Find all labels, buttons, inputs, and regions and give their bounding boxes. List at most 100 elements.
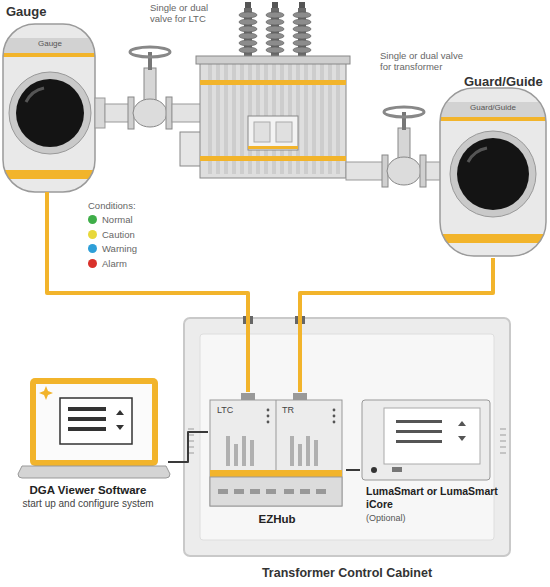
ezhub-unit [300,489,310,494]
transformer-valve [346,162,384,180]
device-label: Guard/Guide [450,103,536,113]
ezhub-unit [333,421,336,424]
gauge-device [9,72,91,154]
guard-device [440,88,546,256]
control-cabinet [184,318,510,556]
cable-connector [346,469,360,471]
legend-swatch [88,259,97,268]
laptop [36,384,152,460]
lumasmart-unit: LumaSmart or LumaSmart iCore(Optional) [360,398,500,544]
control-cabinet [500,428,506,430]
legend-swatch [88,230,97,239]
legend-text: Warning [102,243,137,254]
laptop-software: DGA Viewer Softwarestart up and configur… [8,376,168,512]
laptop [60,398,132,444]
unit-name: EZHub [208,513,346,527]
device-heading: Gauge [6,4,96,20]
transformer-valve [346,107,442,187]
ltc-valve [95,98,105,128]
control-cabinet [500,440,506,442]
lumasmart-unit [392,467,402,472]
legend-text: Normal [102,214,133,225]
transformer [276,122,292,142]
transformer-valve [384,107,424,117]
ezhub-unit [250,489,260,494]
gauge-device [3,53,95,57]
laptop [39,386,53,400]
transformer [254,122,270,142]
ezhub-unit [210,477,342,506]
gauge-device [16,79,84,147]
legend-text: Caution [102,229,135,240]
lumasmart-unit [371,467,377,473]
cable-connector [168,432,208,462]
ezhub-unit [250,440,254,466]
control-cabinet: Transformer Control Cabinet LTC TR EZHub Lum… [183,318,511,584]
gauge-device [3,170,95,179]
control-cabinet [500,446,506,448]
device-heading: Guard/Guide [464,74,550,90]
transformer [200,60,346,178]
control-cabinet [200,334,494,540]
transformer-valve [420,155,426,187]
software-name: DGA Viewer Software [8,484,168,498]
guard-device [440,102,546,243]
cabinet-title: Transformer Control Cabinet [183,566,511,581]
guard-device [440,234,546,243]
valve-note: Single or dual valve for LTC [150,2,228,25]
ezhub-unit [267,415,270,418]
gauge-device: GaugeGauge [0,4,100,192]
legend-row: Caution [88,229,135,240]
transformer [239,2,257,60]
guard-device [468,148,487,162]
lumasmart-unit [458,421,466,426]
ltc-valve [172,104,202,122]
transformer [293,2,311,60]
ezhub-unit [298,444,302,466]
ezhub-unit [226,436,230,466]
laptop [30,378,158,466]
software-note: start up and configure system [8,498,168,510]
transformer [180,2,350,178]
ezhub-unit [333,415,336,418]
transformer-valve [402,112,406,130]
ezhub-unit [218,489,228,494]
lumasmart-unit [362,400,490,480]
legend-swatch [88,244,97,253]
laptop [68,417,106,421]
channel-label: LTC [217,405,247,416]
valve-note: Single or dual valve for transformer [380,50,476,73]
control-cabinet [188,428,194,430]
ezhub-unit [276,400,277,470]
ltc-valve [95,47,202,129]
ezhub-unit [234,489,244,494]
ltc-valve [144,68,156,102]
ezhub-unit [314,440,318,466]
control-cabinet [295,316,305,324]
legend-swatch [88,215,97,224]
transformer [200,80,346,85]
transformer [200,156,346,161]
control-cabinet [188,446,194,448]
laptop [68,407,106,411]
control-cabinet [500,434,506,436]
ltc-valve [130,47,170,57]
ltc-valve [133,99,167,127]
ezhub-unit [290,436,294,466]
guard-device [450,131,536,217]
laptop [18,378,170,478]
transformer [196,56,350,64]
unit-note: (Optional) [366,513,466,524]
ezhub-unit [210,400,342,506]
ezhub-unit [234,444,238,466]
lumasmart-unit [396,420,442,423]
ezhub-unit [242,436,246,466]
legend-heading: Conditions: [88,200,168,211]
guard-device [440,117,546,121]
ezhub-unit: LTC TR EZHub [208,392,346,532]
channel-label: TR [282,405,306,416]
